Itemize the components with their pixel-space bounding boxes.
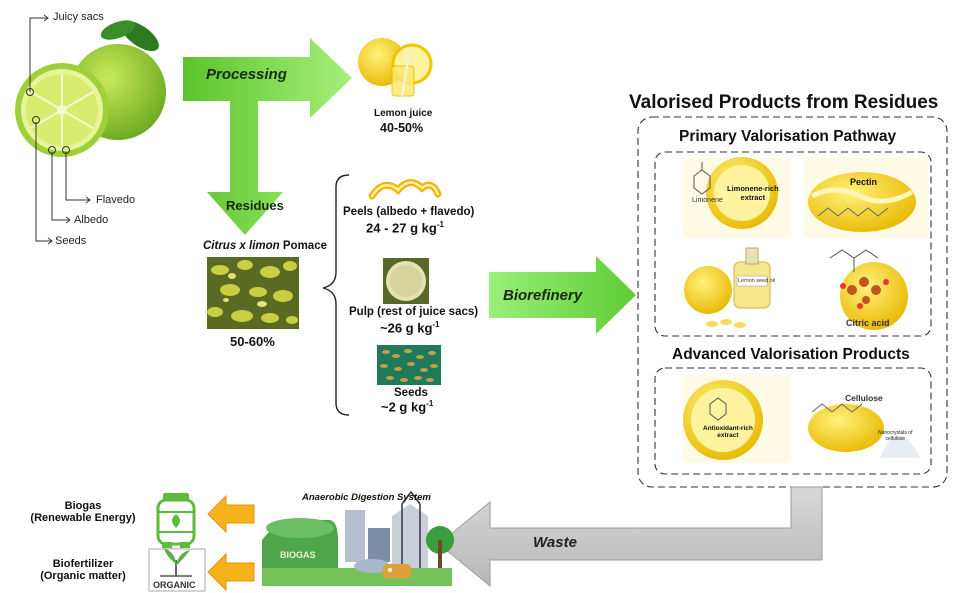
biorefinery-arrow xyxy=(489,256,636,334)
lemon-oil-image xyxy=(683,240,791,330)
lemon-juice-share: 40-50% xyxy=(380,121,424,135)
seeds-value-text: ~2 g kg xyxy=(381,399,427,415)
cellulose-image xyxy=(804,375,928,463)
biofertilizer-arrow xyxy=(207,552,255,592)
peels-unit-exp: -1 xyxy=(436,220,444,229)
biogas-sign: BIOGAS xyxy=(280,550,316,560)
antioxidant-extract-image xyxy=(683,375,791,463)
limonene-line1: Limonene-rich xyxy=(727,184,779,193)
limonene-line2: extract xyxy=(740,193,766,202)
label-albedo: Albedo xyxy=(74,214,109,226)
lemon-part-pointers xyxy=(26,14,91,245)
nanocrystals-label: Nanocrystals of cellulose xyxy=(878,430,912,442)
biogas-cylinder-icon xyxy=(156,493,196,548)
pectin-label: Pectin xyxy=(850,177,878,187)
biogas-line1: Biogas xyxy=(64,500,102,512)
waste-label: Waste xyxy=(533,534,577,551)
pulp-value: ~26 g kg-1 xyxy=(380,320,440,335)
antiox-line1: Antioxidant-rich xyxy=(703,425,753,432)
citric-acid-image xyxy=(804,240,928,330)
antioxidant-extract-label: Antioxidant-rich extract xyxy=(703,425,753,439)
residues-label: Residues xyxy=(226,198,284,213)
pomace-species: Citrus x limon xyxy=(203,240,280,252)
seeds-label: Seeds xyxy=(394,387,428,399)
biogas-line2: (Renewable Energy) xyxy=(30,512,136,524)
limonene-extract-image xyxy=(683,157,791,238)
fractions-brace xyxy=(322,174,350,416)
seeds-unit-exp: -1 xyxy=(426,399,434,408)
pomace-word: Pomace xyxy=(282,240,327,252)
peels-value: 24 - 27 g kg-1 xyxy=(366,220,444,235)
waste-arrow xyxy=(438,486,823,588)
limonene-extract-label: Limonene-rich extract xyxy=(727,184,779,202)
antiox-line2: extract xyxy=(717,432,739,439)
biofertilizer-output-label: Biofertilizer (Organic matter) xyxy=(27,558,139,582)
organic-fertilizer-icon xyxy=(148,548,206,592)
pectin-image xyxy=(804,158,928,238)
label-juicy-sacs: Juicy sacs xyxy=(53,11,104,23)
nano-line2: cellulose xyxy=(885,436,905,442)
peels-image xyxy=(368,179,442,200)
limonene-structure-label: Limonene xyxy=(692,197,723,204)
label-flavedo: Flavedo xyxy=(96,194,136,206)
pulp-image xyxy=(383,258,429,304)
lemon-juice-label: Lemon juice xyxy=(374,108,433,119)
advanced-products-box xyxy=(654,367,932,475)
primary-pathway-box xyxy=(654,151,932,337)
pulp-unit-exp: -1 xyxy=(432,320,440,329)
biorefinery-label: Biorefinery xyxy=(503,287,583,304)
pulp-label: Pulp (rest of juice sacs) xyxy=(349,306,479,318)
lemon-juice-image xyxy=(358,38,433,97)
anaerobic-digestion-illustration xyxy=(262,490,454,586)
primary-pathway-title: Primary Valorisation Pathway xyxy=(679,128,897,145)
fert-line2: (Organic matter) xyxy=(40,570,126,582)
cellulose-label: Cellulose xyxy=(845,393,883,403)
peels-value-text: 24 - 27 g kg xyxy=(366,220,437,236)
seeds-value: ~2 g kg-1 xyxy=(381,399,433,414)
nano-line1: Nanocrystals of xyxy=(878,430,913,436)
seeds-photo xyxy=(377,345,441,385)
citric-acid-label: Citric acid xyxy=(846,318,890,328)
valorised-title: Valorised Products from Residues xyxy=(629,92,939,113)
processing-label: Processing xyxy=(206,66,287,83)
organic-sign: ORGANIC xyxy=(153,580,196,590)
advanced-products-title: Advanced Valorisation Products xyxy=(672,346,910,363)
biogas-output-label: Biogas (Renewable Energy) xyxy=(27,500,139,524)
oil-bottle-label: Lemon seed oil xyxy=(738,278,776,284)
pomace-photo xyxy=(207,257,299,329)
fert-line1: Biofertilizer xyxy=(52,558,114,570)
lemon-illustration xyxy=(15,20,166,157)
processing-arrow xyxy=(183,38,352,235)
pulp-value-text: ~26 g kg xyxy=(380,320,433,336)
pomace-share: 50-60% xyxy=(230,334,275,349)
biogas-arrow xyxy=(207,494,255,534)
peels-label: Peels (albedo + flavedo) xyxy=(343,206,475,218)
label-seeds-part: Seeds xyxy=(55,235,87,247)
anaerobic-system-label: Anaerobic Digestion System xyxy=(302,492,431,503)
pomace-label: Citrus x limon Pomace xyxy=(203,240,327,252)
